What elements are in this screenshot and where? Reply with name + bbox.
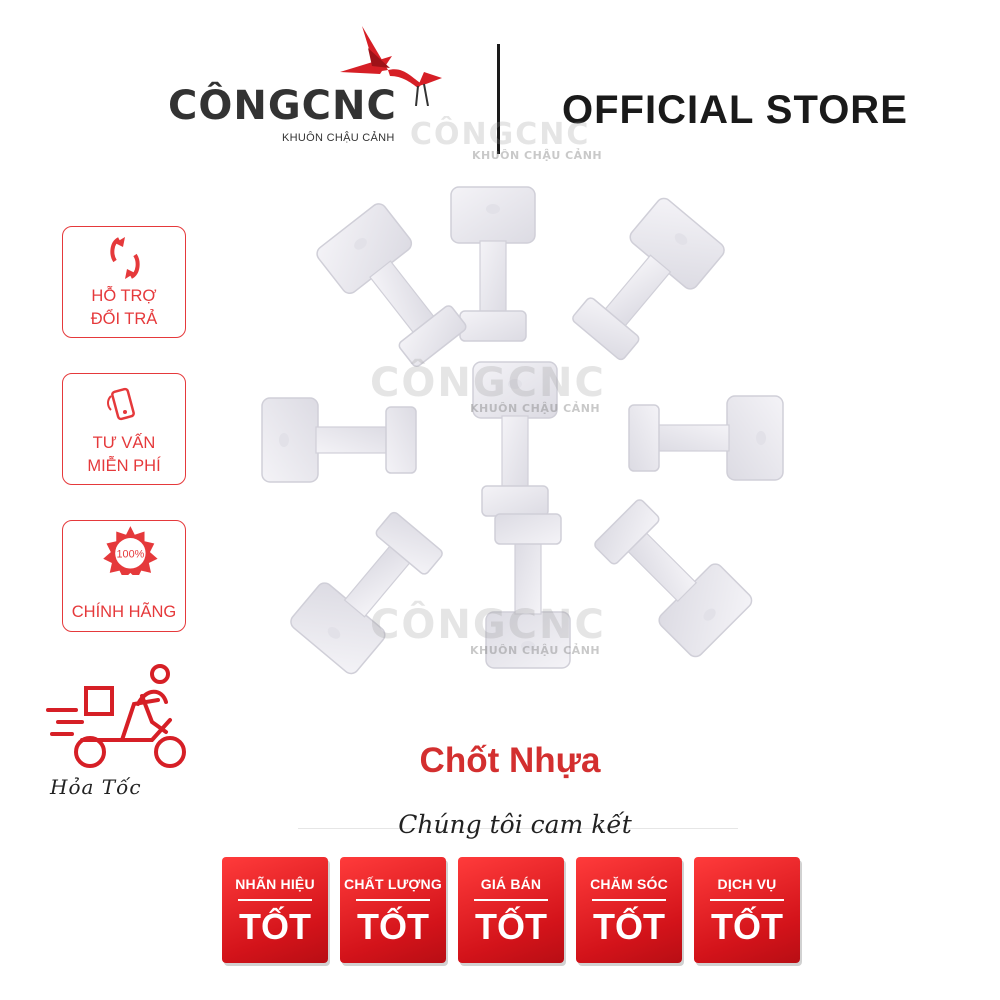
badge-return-support: HỖ TRỢ ĐỔI TRẢ (62, 226, 186, 338)
seal-text: 100% (117, 549, 145, 561)
brand-tagline: KHUÔN CHẬU CẢNH (282, 132, 395, 144)
header-divider (497, 44, 500, 154)
tile-value: TỐT (593, 906, 665, 947)
commitment-heading: Chúng tôi cam kết (398, 810, 632, 839)
scooter-delivery-icon (46, 664, 186, 768)
express-delivery-label: Hỏa Tốc (50, 775, 142, 799)
badge-line-2: MIỄN PHÍ (87, 457, 161, 475)
pin-bottom-right (585, 490, 756, 661)
pin-top-right (563, 194, 729, 368)
tile-rule (710, 899, 784, 901)
tile-value: TỐT (239, 906, 311, 947)
tile-label: NHÃN HIỆU (235, 876, 315, 892)
badge-genuine: 100% CHÍNH HÃNG (62, 520, 186, 632)
tile-rule (238, 899, 312, 901)
tile-label: CHẤT LƯỢNG (344, 876, 442, 892)
tile-value: TỐT (475, 906, 547, 947)
brand-secondary: CNC (301, 83, 397, 129)
brand-logo-text: CÔNGCNC (168, 86, 397, 126)
product-title: Chốt Nhựa (419, 741, 601, 780)
commitment-tile-care: CHĂM SÓC TỐT (576, 857, 682, 963)
tile-value: TỐT (357, 906, 429, 947)
tile-label: DỊCH VỤ (717, 876, 777, 892)
badge-line-1: CHÍNH HÃNG (71, 603, 177, 621)
pin-top (450, 186, 536, 342)
commitment-tile-service: DỊCH VỤ TỐT (694, 857, 800, 963)
pin-center (472, 361, 558, 517)
tile-value: TỐT (711, 906, 783, 947)
tile-rule (356, 899, 430, 901)
official-store-label: OFFICIAL STORE (562, 88, 908, 132)
commitment-tile-quality: CHẤT LƯỢNG TỐT (340, 857, 446, 963)
pin-bottom-left (286, 504, 452, 678)
tile-label: CHĂM SÓC (590, 876, 668, 892)
plastic-pins-image (261, 186, 784, 678)
pin-right (628, 395, 784, 481)
exchange-arrows-icon (110, 237, 140, 279)
badge-line-1: HỖ TRỢ (91, 287, 157, 305)
tile-label: GIÁ BÁN (480, 876, 542, 892)
brand-primary: CÔNG (168, 83, 302, 129)
pin-left (261, 397, 417, 483)
tile-rule (592, 899, 666, 901)
tile-rule (474, 899, 548, 901)
badge-line-1: TƯ VẤN (92, 434, 156, 452)
commitment-tile-brand: NHÃN HIỆU TỐT (222, 857, 328, 963)
commitment-divider (298, 828, 738, 829)
watermark-tagline: KHUÔN CHẬU CẢNH (472, 149, 603, 162)
badge-free-consult: TƯ VẤN MIỄN PHÍ (62, 373, 186, 485)
phone-consult-icon (107, 387, 135, 421)
commitment-tile-price: GIÁ BÁN TỐT (458, 857, 564, 963)
pin-bottom (485, 513, 571, 669)
crane-logo-icon (340, 26, 442, 106)
badge-line-2: ĐỔI TRẢ (90, 310, 158, 328)
seal-100-icon: 100% (103, 526, 158, 575)
